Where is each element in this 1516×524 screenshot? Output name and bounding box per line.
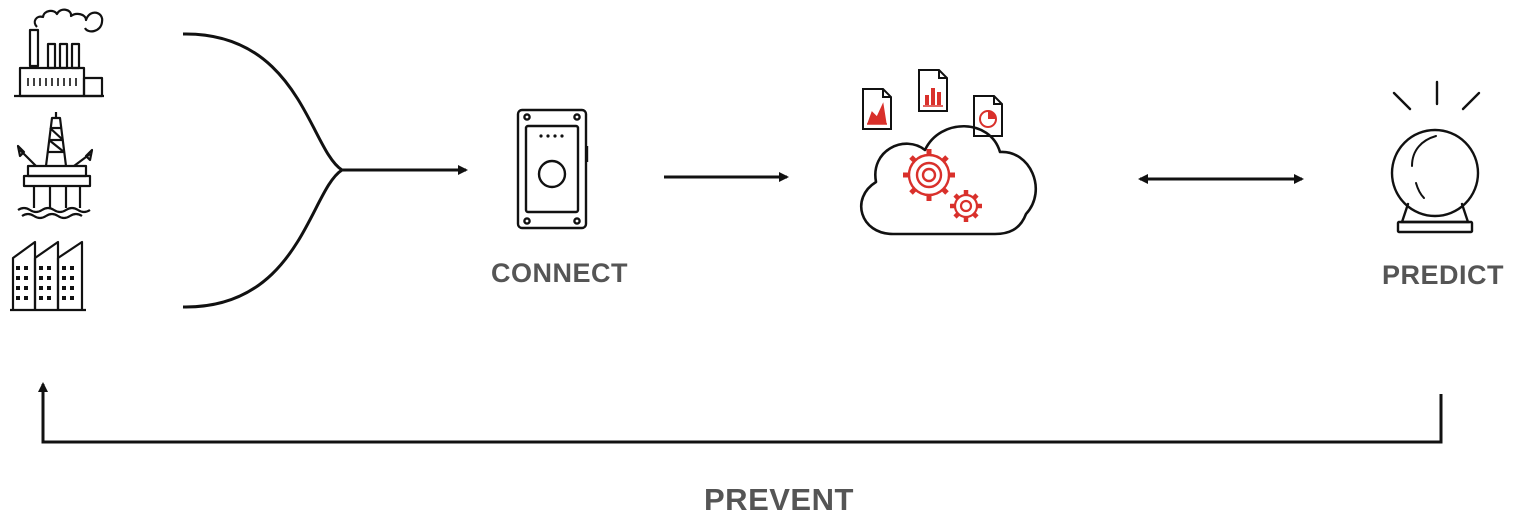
small-gear-icon	[950, 190, 982, 222]
factory-icon	[14, 8, 104, 98]
large-gear-icon	[903, 149, 955, 201]
bar-chart-document-icon	[918, 69, 948, 112]
connect-label: CONNECT	[491, 258, 628, 288]
crystal-ball-icon	[1390, 80, 1481, 234]
pie-chart-document-icon	[973, 95, 1003, 137]
prevent-feedback-loop	[38, 382, 1443, 444]
sensor-device-icon	[516, 108, 589, 230]
line-chart-document-icon	[862, 88, 892, 130]
prevent-label: PREVENT	[704, 482, 854, 517]
merge-connector	[182, 32, 468, 309]
cloud-analytics-icon	[859, 125, 1037, 236]
industrial-buildings-icon	[10, 240, 86, 312]
cloud-outline	[859, 125, 1037, 236]
predict-label: PREDICT	[1382, 260, 1505, 290]
oil-rig-icon	[16, 112, 94, 220]
